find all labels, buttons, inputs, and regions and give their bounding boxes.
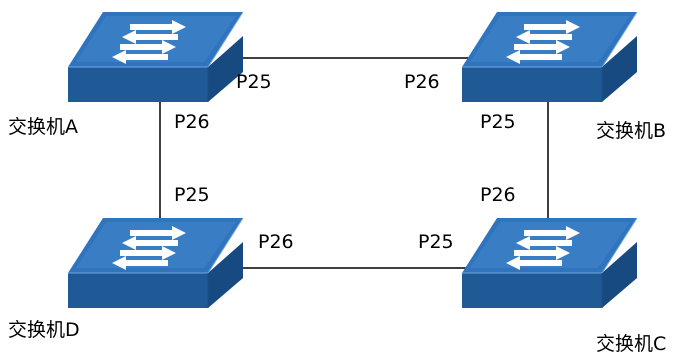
switch-c-label: 交换机C: [596, 333, 667, 355]
switch-a-icon: [68, 12, 243, 102]
switch-d-label: 交换机D: [8, 319, 80, 341]
port-b-bottom: P25: [480, 111, 516, 133]
switch-b-icon: [462, 12, 637, 102]
switch-b-label: 交换机B: [596, 120, 667, 142]
port-c-top: P26: [480, 184, 516, 206]
port-d-right: P26: [258, 231, 294, 253]
switch-c-icon: [462, 218, 637, 308]
port-a-right: P25: [236, 71, 272, 93]
switch-a-label: 交换机A: [8, 116, 78, 138]
port-b-left: P26: [404, 71, 440, 93]
port-a-bottom: P26: [174, 111, 210, 133]
switch-d-icon: [68, 218, 243, 308]
port-c-left: P25: [418, 231, 454, 253]
port-d-top: P25: [174, 184, 210, 206]
